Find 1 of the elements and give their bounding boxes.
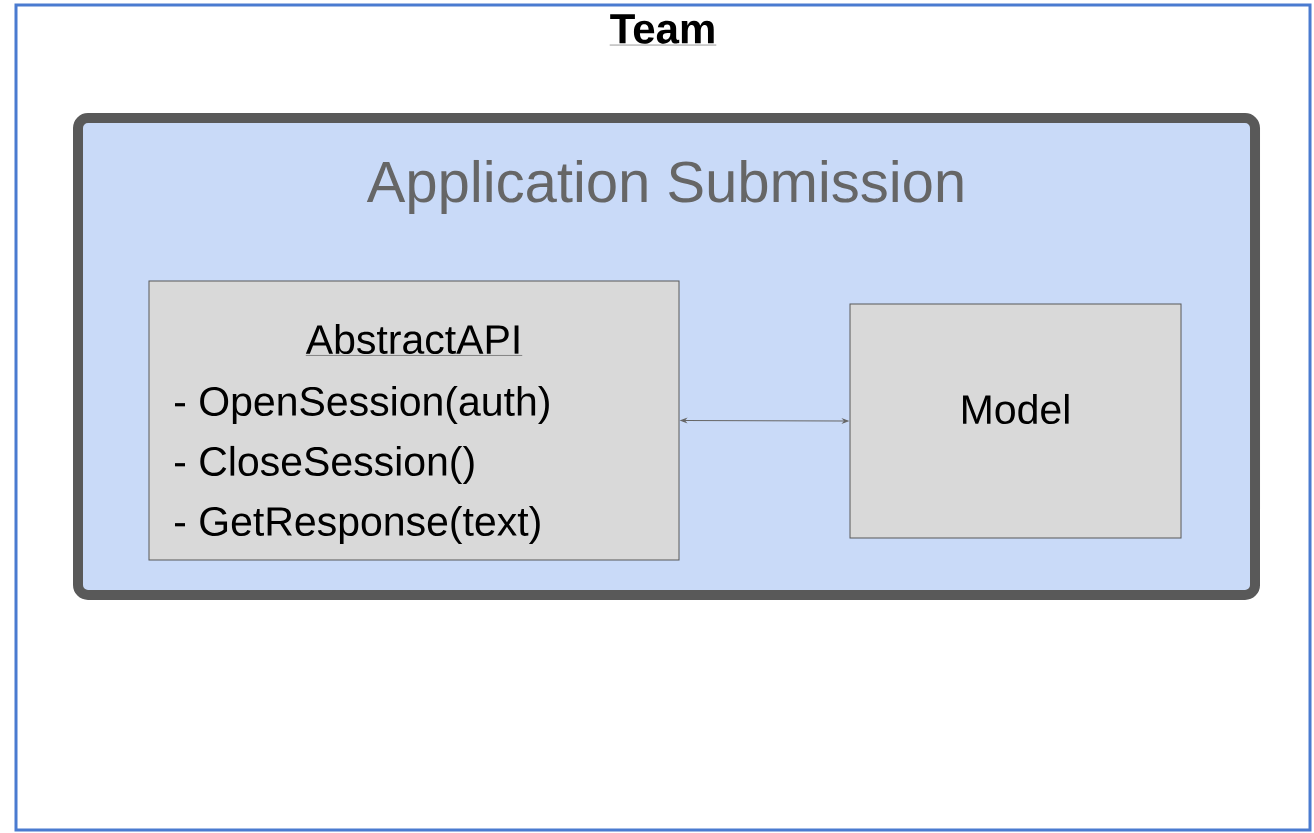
- heading: Team: [609, 14, 717, 46]
